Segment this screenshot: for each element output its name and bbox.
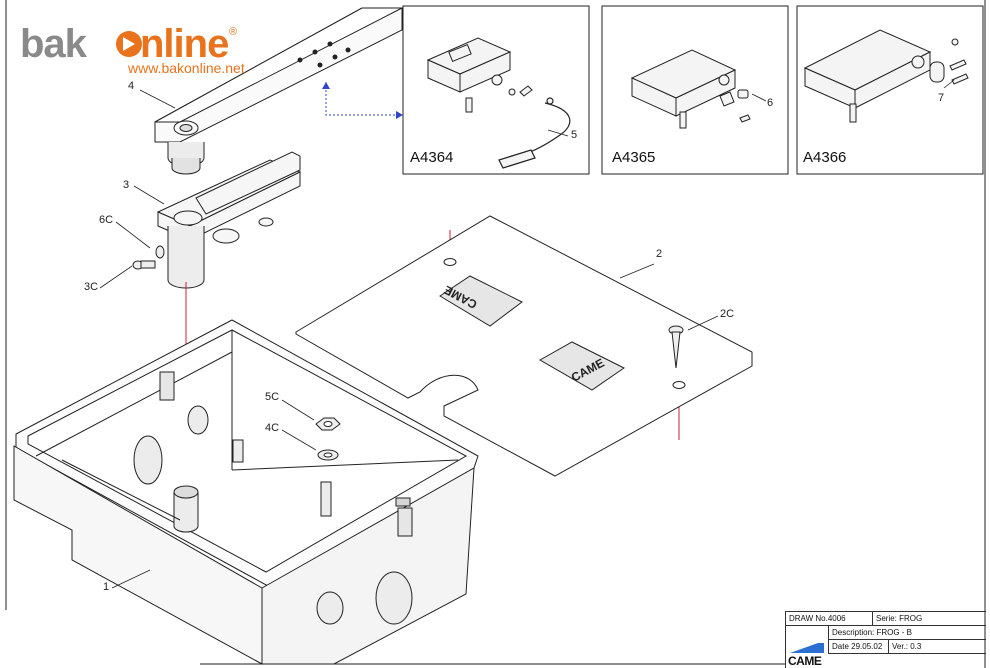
screw-2c xyxy=(668,325,684,369)
version: Ver.: 0.3 xyxy=(888,640,921,653)
cover-plate: CAME CAME xyxy=(295,215,753,477)
bakonline-logo: bak nline ® www.bakonline.net xyxy=(20,20,250,80)
date: Date 29.05.02 xyxy=(828,640,882,653)
kit-label-a4364: A4364 xyxy=(410,149,454,166)
draw-number: DRAW No.4006 xyxy=(789,614,846,623)
callout-4c: 4C xyxy=(265,422,280,434)
logo-url: www.bakonline.net xyxy=(128,60,245,76)
came-brand: CAME xyxy=(788,654,822,668)
logo-text-online: nline xyxy=(140,22,229,66)
logo-text-bak: bak xyxy=(20,22,87,66)
leader-line xyxy=(751,93,767,102)
callout-3: 3 xyxy=(123,179,130,191)
kit-label-a4366: A4366 xyxy=(803,149,847,166)
callout-3c: 3C xyxy=(84,281,99,293)
title-block: DRAW No.4006 Serie: FROG Description: FR… xyxy=(785,611,986,668)
kit-box-a4366 xyxy=(796,5,984,175)
logo-registered-mark: ® xyxy=(229,26,238,38)
washer-4c xyxy=(317,449,339,461)
lever-arm xyxy=(154,7,403,175)
lock-unit-illustration xyxy=(426,37,533,113)
leader-line xyxy=(547,129,569,137)
screw-3c xyxy=(132,260,156,270)
callout-4: 4 xyxy=(128,80,135,92)
callout-2c: 2C xyxy=(720,308,735,320)
came-logo-icon xyxy=(790,643,824,653)
foundation-box xyxy=(13,319,479,665)
leader-line xyxy=(943,79,955,89)
callout-5: 5 xyxy=(571,129,578,141)
callout-1: 1 xyxy=(103,581,110,593)
title-row-3: Date 29.05.02 Ver.: 0.3 xyxy=(828,640,986,654)
kit-pointer-arrowhead-up xyxy=(322,82,330,89)
description: Description: FROG - B xyxy=(828,626,912,639)
title-row-1: DRAW No.4006 Serie: FROG xyxy=(786,612,986,626)
logo-arrow-icon xyxy=(123,37,135,51)
nut-5c xyxy=(315,417,341,431)
bracket xyxy=(156,151,302,289)
lock-unit-illustration xyxy=(630,49,751,129)
washer-6c xyxy=(155,245,165,259)
kit-label-a4365: A4365 xyxy=(612,149,656,166)
callout-2: 2 xyxy=(656,248,663,260)
title-row-2: Description: FROG - B xyxy=(828,626,986,640)
callout-7: 7 xyxy=(938,92,945,104)
kit-box-a4364 xyxy=(402,5,590,175)
kit-pointer-arrow xyxy=(325,82,396,116)
leader-lines xyxy=(99,89,719,589)
cable-illustration xyxy=(498,97,571,169)
serie: Serie: FROG xyxy=(872,612,922,625)
callout-6c: 6C xyxy=(99,214,114,226)
callout-5c: 5C xyxy=(265,391,280,403)
kit-pointer-arrowhead xyxy=(396,111,403,119)
kit-box-a4365 xyxy=(601,5,789,175)
lock-unit-illustration xyxy=(803,29,969,123)
callout-6: 6 xyxy=(767,97,774,109)
